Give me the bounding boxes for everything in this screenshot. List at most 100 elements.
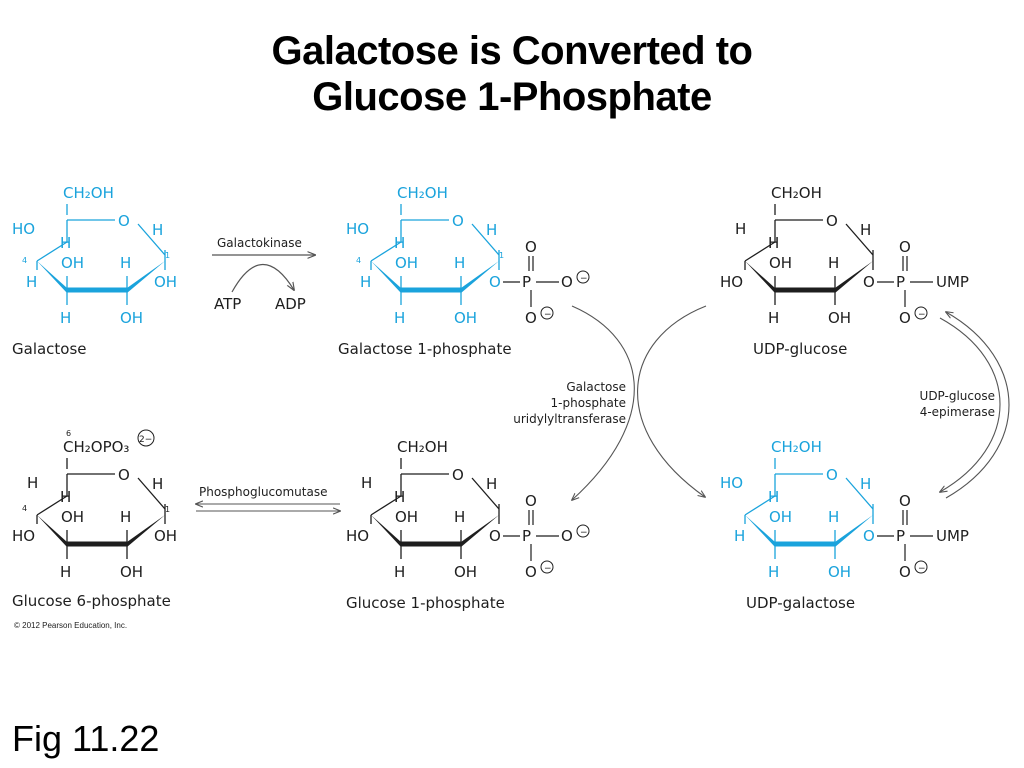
svg-text:H: H	[394, 309, 405, 327]
ump-label: UMP	[936, 527, 969, 545]
svg-text:O: O	[561, 527, 573, 545]
svg-text:OH: OH	[828, 563, 851, 581]
svg-text:P: P	[522, 273, 531, 291]
svg-text:O: O	[899, 492, 911, 510]
atp-adp-curved-arrow	[231, 264, 294, 293]
svg-text:H: H	[60, 488, 71, 506]
c2-h: H	[120, 254, 131, 272]
galactokinase-step: Galactokinase ATP ADP	[212, 236, 315, 313]
molecule-galactose-1-phosphate: CH₂OH O H HO H 4 1 OH H H O H OH	[346, 184, 504, 327]
phosphate-group-udpgal: P O UMP O −	[877, 492, 969, 581]
svg-text:OH: OH	[395, 508, 418, 526]
svg-text:O: O	[561, 273, 573, 291]
transferase-label-line-3: uridylyltransferase	[513, 412, 626, 426]
svg-text:OH: OH	[828, 309, 851, 327]
ump-label: UMP	[936, 273, 969, 291]
svg-text:OH: OH	[61, 508, 84, 526]
phosphate-charge: 2−	[139, 435, 152, 445]
copyright-text: © 2012 Pearson Education, Inc.	[14, 621, 127, 630]
figure-label: Fig 11.22	[12, 718, 160, 759]
ring-oxygen: O	[118, 212, 130, 230]
svg-text:H: H	[768, 563, 779, 581]
udpglc-to-udpgal-arrow	[637, 305, 706, 497]
transferase-label-line-2: 1-phosphate	[551, 396, 626, 410]
svg-text:H: H	[734, 527, 745, 545]
svg-text:O: O	[863, 527, 875, 545]
svg-text:OH: OH	[395, 254, 418, 272]
phosphoglucomutase-step: Phosphoglucomutase	[196, 485, 340, 511]
transferase-label-line-1: Galactose	[566, 380, 626, 394]
adp-label: ADP	[275, 295, 306, 313]
svg-text:O: O	[452, 212, 464, 230]
galactokinase-label: Galactokinase	[217, 236, 302, 250]
svg-text:H: H	[768, 234, 779, 252]
atp-label: ATP	[214, 295, 241, 313]
svg-text:O: O	[118, 466, 130, 484]
svg-text:O: O	[863, 273, 875, 291]
svg-text:H: H	[860, 475, 871, 493]
c4-ho: HO	[12, 220, 35, 238]
svg-text:H: H	[120, 508, 131, 526]
ch2oh-label: CH₂OH	[771, 184, 822, 202]
svg-text:OH: OH	[454, 309, 477, 327]
epimerase-reverse-arrow	[946, 312, 1010, 499]
minus-sign: −	[580, 528, 588, 538]
carbon-number-1: 1	[165, 505, 170, 514]
svg-text:H: H	[828, 508, 839, 526]
svg-text:OH: OH	[454, 563, 477, 581]
carbon-number-1: 1	[165, 251, 170, 260]
carbon-number-4: 4	[22, 256, 27, 265]
svg-text:H: H	[454, 508, 465, 526]
c3-h: H	[60, 309, 71, 327]
svg-text:H: H	[768, 309, 779, 327]
phosphate-group-udpglc: P O UMP O −	[877, 238, 969, 327]
svg-text:O: O	[826, 466, 838, 484]
c3-oh: OH	[61, 254, 84, 272]
svg-text:H: H	[828, 254, 839, 272]
title-line-1: Galactose is Converted to	[271, 29, 753, 73]
ch2oh-label: CH₂OH	[397, 438, 448, 456]
epimerase-step: UDP-glucose 4-epimerase	[920, 312, 1010, 499]
molecule-glucose-1-phosphate: CH₂OH O H H H OH H HO O H OH	[346, 438, 501, 581]
svg-text:H: H	[60, 563, 71, 581]
uridylyltransferase-step: Galactose 1-phosphate uridylyltransferas…	[513, 305, 706, 500]
phosphate-group-glc1p: P O O − O −	[503, 492, 590, 581]
svg-text:O: O	[525, 563, 537, 581]
svg-text:H: H	[361, 474, 372, 492]
svg-text:OH: OH	[120, 563, 143, 581]
carbon-number-4: 4	[22, 504, 27, 513]
c2-oh: OH	[120, 309, 143, 327]
c4-h: H	[26, 273, 37, 291]
svg-text:OH: OH	[154, 527, 177, 545]
svg-text:H: H	[394, 563, 405, 581]
svg-text:O: O	[452, 466, 464, 484]
svg-text:O: O	[899, 563, 911, 581]
minus-sign: −	[544, 564, 552, 574]
svg-text:O: O	[899, 238, 911, 256]
c1-h: H	[152, 221, 163, 239]
svg-text:O: O	[899, 309, 911, 327]
udp-galactose-name: UDP-galactose	[746, 594, 855, 612]
minus-sign: −	[544, 310, 552, 320]
glucose-1-phosphate-name: Glucose 1-phosphate	[346, 594, 505, 612]
svg-text:O: O	[525, 238, 537, 256]
svg-text:OH: OH	[769, 508, 792, 526]
carbon-number-6: 6	[66, 429, 71, 438]
svg-text:HO: HO	[346, 220, 369, 238]
molecule-glucose-6-phosphate: 6 CH₂OPO₃ 2− O H H H 4 1 OH H HO OH H OH	[12, 429, 177, 581]
svg-text:O: O	[489, 527, 501, 545]
svg-text:O: O	[826, 212, 838, 230]
gal1p-to-glc1p-arrow	[572, 305, 635, 500]
epimerase-forward-arrow	[940, 317, 1001, 492]
svg-text:HO: HO	[720, 474, 743, 492]
minus-sign: −	[580, 274, 588, 284]
svg-text:H: H	[486, 475, 497, 493]
svg-text:OH: OH	[769, 254, 792, 272]
svg-text:P: P	[896, 273, 905, 291]
carbon-number-4: 4	[356, 256, 361, 265]
svg-text:H: H	[860, 221, 871, 239]
svg-text:H: H	[152, 475, 163, 493]
svg-text:H: H	[735, 220, 746, 238]
svg-text:H: H	[360, 273, 371, 291]
